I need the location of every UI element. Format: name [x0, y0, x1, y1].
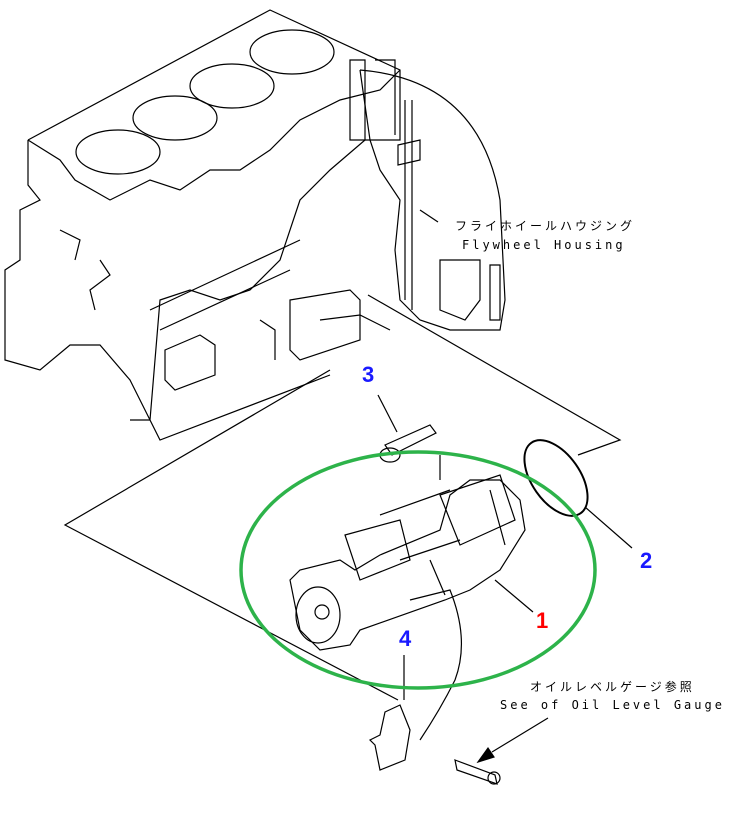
o-ring-part-2 — [523, 439, 589, 517]
callout-2: 2 — [640, 548, 653, 573]
engine-block — [4, 9, 401, 441]
leader-lines — [377, 394, 633, 753]
mounting-plane-lines — [63, 369, 441, 701]
bolt-part-3 — [379, 424, 437, 463]
arrow-head-icon — [476, 746, 495, 764]
callout-3: 3 — [362, 362, 375, 387]
starter-motor-part-1 — [289, 474, 526, 741]
highlight-ellipse — [239, 450, 597, 690]
oil-label-en: See of Oil Level Gauge — [500, 698, 725, 712]
flywheel-leader — [419, 209, 439, 223]
oil-label-jp: オイルレベルゲージ参照 — [530, 680, 695, 694]
callout-4: 4 — [399, 626, 412, 651]
bracket-part-4 — [368, 704, 501, 785]
callout-1: 1 — [536, 608, 549, 633]
flywheel-housing — [349, 59, 622, 456]
flywheel-label-jp: フライホイールハウジング — [455, 219, 636, 233]
flywheel-label-en: Flywheel Housing — [462, 238, 626, 252]
